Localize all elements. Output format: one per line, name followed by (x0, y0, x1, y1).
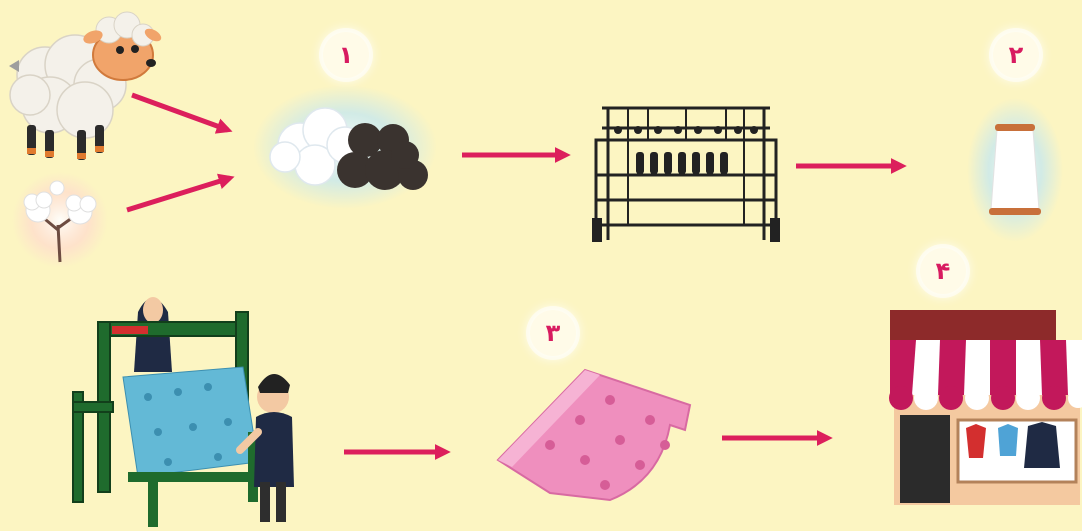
step-3-badge: ۳ (530, 310, 576, 356)
step-number: ۳ (546, 319, 561, 347)
step-number: ۱ (339, 41, 354, 69)
thread-spool-icon (965, 98, 1065, 243)
wool-cotton-fibers-icon (255, 85, 440, 210)
loom-weavers-icon (68, 282, 320, 531)
step-1-badge: ۱ (323, 32, 369, 78)
step-number: ۴ (936, 257, 951, 285)
step-2-badge: ۲ (993, 32, 1039, 78)
fabric-roll-icon (490, 365, 695, 505)
step-4-badge: ۴ (920, 248, 966, 294)
clothing-shop-icon (886, 310, 1082, 510)
step-number: ۲ (1009, 41, 1024, 69)
spinning-machine-icon (588, 100, 784, 245)
